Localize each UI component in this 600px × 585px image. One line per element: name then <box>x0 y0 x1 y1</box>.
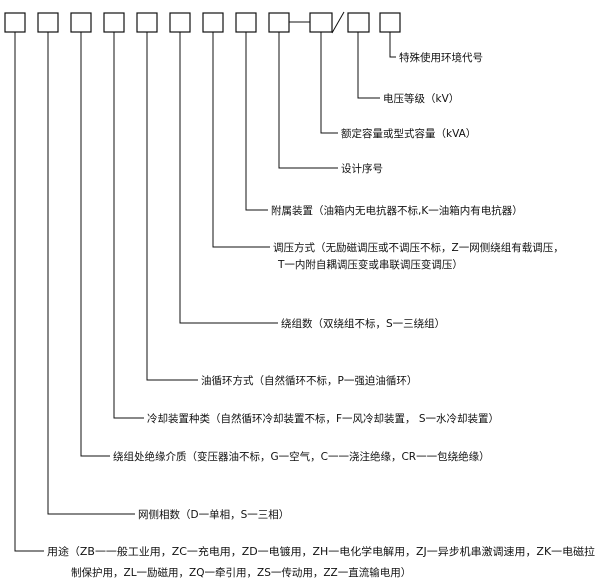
leader-special-env <box>389 32 396 58</box>
leader-usage <box>14 32 44 552</box>
code-box-usage <box>4 12 26 33</box>
label-special-env: 特殊使用环境代号 <box>399 51 483 64</box>
label-auxiliary: 附属装置（油箱内无电抗器不标,K一油箱内有电抗器） <box>271 204 523 217</box>
code-box-oil-circulation <box>136 12 158 33</box>
label-usage: 用途（ZB一一般工业用，ZC一充电用，ZD一电镀用，ZH一电化学电解用，ZJ一异… <box>47 545 596 558</box>
label-insulation: 绕组处绝缘介质（变压器油不标，G一空气，C一一浇注绝缘，CR一一包绕绝缘） <box>113 450 490 463</box>
label-cooling: 冷却装置种类（自然循环冷却装置不标，F一风冷却装置， S一水冷却装置） <box>147 412 499 425</box>
label-usage-line2: 制保护用，ZL一励磁用，ZQ一牵引用，ZS一传动用，ZZ一直流输电用） <box>71 566 411 579</box>
code-box-phase-count <box>37 12 59 33</box>
code-box-design-seq <box>268 12 290 33</box>
leader-rated-capacity <box>320 32 338 134</box>
slash-line <box>331 11 345 34</box>
code-box-special-env <box>379 12 401 33</box>
leader-design-seq <box>278 32 338 169</box>
code-box-winding-count <box>169 12 191 33</box>
label-design-seq: 设计序号 <box>341 162 383 175</box>
leader-cooling <box>113 32 144 419</box>
code-box-cooling <box>103 12 125 33</box>
label-phase-count: 网侧相数（D一单相，S一三相） <box>138 508 289 521</box>
label-oil-circulation: 油循环方式（自然循环不标，P一强迫油循环） <box>201 374 417 387</box>
code-box-insulation <box>70 12 92 33</box>
code-box-voltage-reg <box>202 12 224 33</box>
leader-voltage-class <box>357 32 380 99</box>
code-box-rated-capacity <box>309 12 333 33</box>
leader-winding-count <box>179 32 278 324</box>
label-rated-capacity: 额定容量或型式容量（kVA） <box>341 127 476 140</box>
label-winding-count: 绕组数（双绕组不标，S一三绕组） <box>281 317 445 330</box>
code-box-auxiliary <box>235 12 257 33</box>
leader-auxiliary <box>245 32 268 211</box>
leader-voltage-reg <box>212 32 270 248</box>
leader-oil-circulation <box>146 32 198 381</box>
code-box-voltage-class <box>347 12 370 33</box>
label-voltage-class: 电压等级（kV） <box>383 92 459 105</box>
label-voltage-reg: 调压方式（无励磁调压或不调压不标，Z一网侧绕组有载调压， <box>273 241 564 254</box>
leader-phase-count <box>47 32 135 515</box>
leader-insulation <box>80 32 110 457</box>
label-voltage-reg-line2: T一内附自耦调压变或串联调压变调压） <box>277 258 463 271</box>
